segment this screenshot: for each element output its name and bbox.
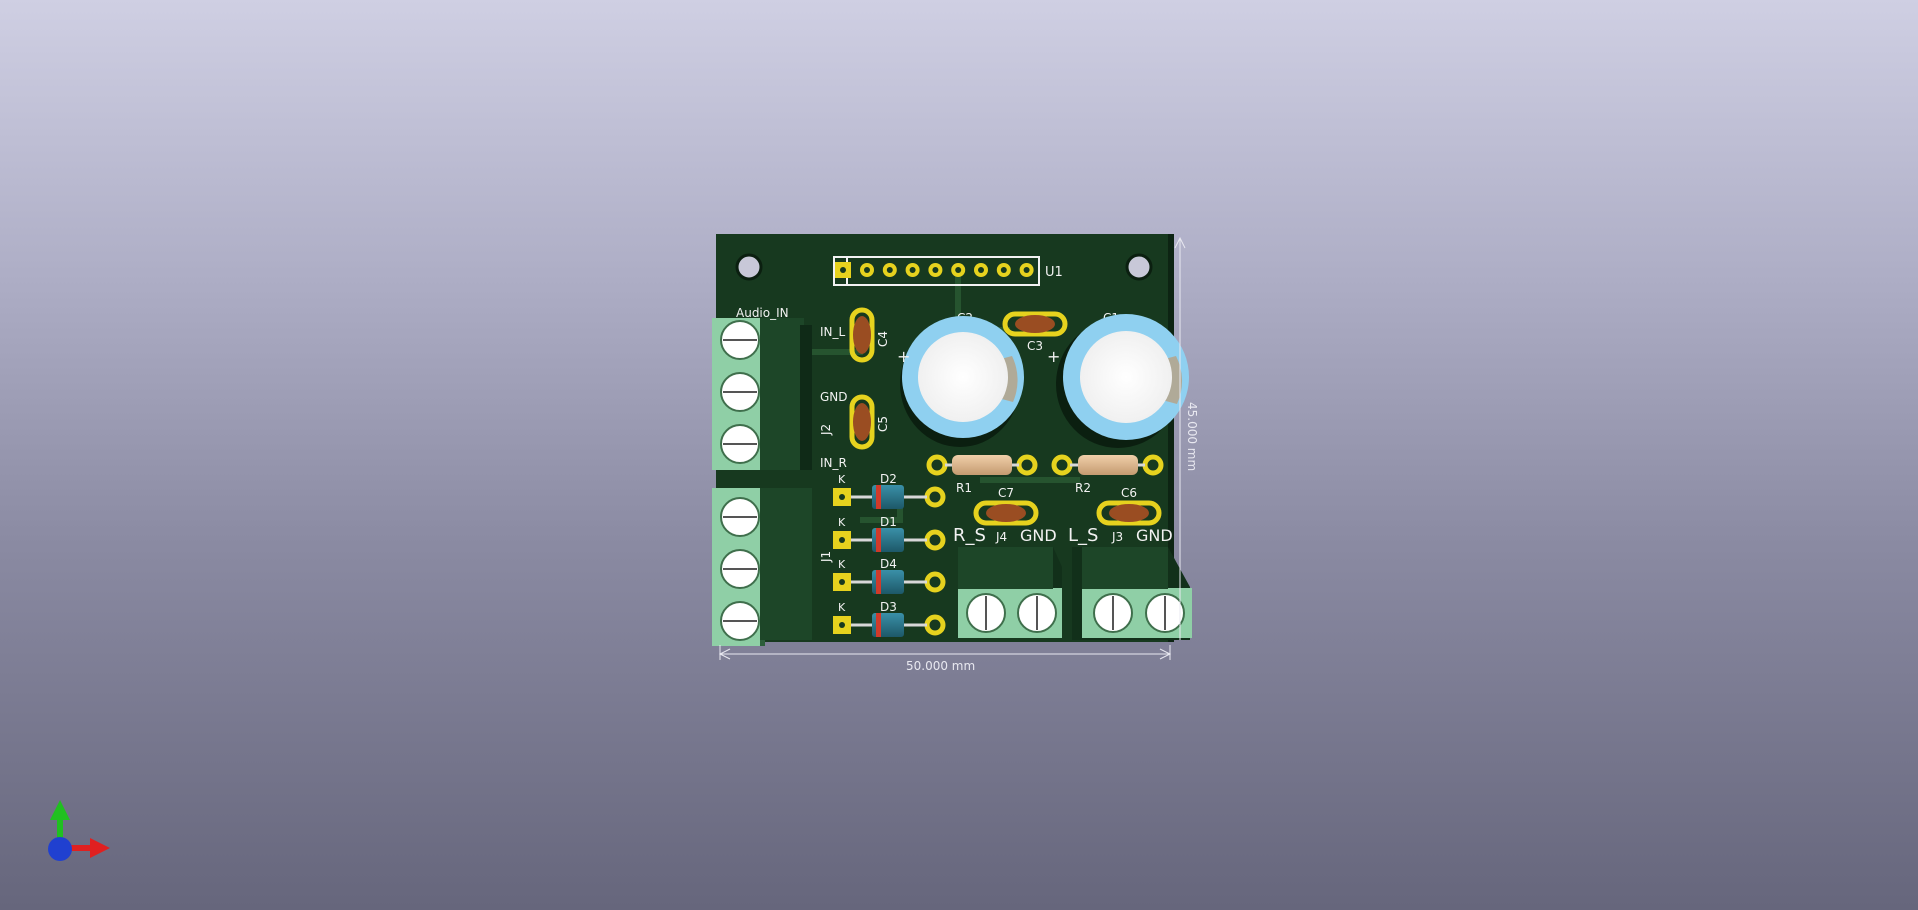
u1-pin-hole (978, 267, 984, 273)
cathode-k-label: K (838, 473, 846, 486)
capacitor-c1[interactable]: C1 + (1047, 311, 1189, 448)
c1-plus: + (1047, 347, 1060, 366)
c7-label: C7 (998, 486, 1014, 500)
u1-pin-hole (909, 267, 916, 273)
c2-plus: + (897, 347, 910, 366)
height-dimension-text: 45.000 mm (1185, 402, 1199, 471)
pad-hole (839, 494, 845, 500)
j3-gnd-label: GND (1136, 526, 1173, 545)
d1-label: D1 (880, 515, 897, 529)
resistor-r2[interactable]: R2 (1051, 454, 1164, 495)
resistor-r1[interactable]: R1 (926, 454, 1038, 495)
c3-label: C3 (1027, 339, 1043, 353)
capacitor-c3[interactable]: C3 (1002, 311, 1068, 353)
u1-pin-hole (1000, 267, 1007, 273)
diode-d4[interactable]: K D4 (833, 557, 946, 594)
u1-pin-hole (932, 267, 939, 273)
u1-pin-hole (955, 267, 962, 273)
diode-d2[interactable]: K D2 (833, 472, 946, 509)
in-r-label: IN_R (820, 456, 847, 470)
pcb-edge-right (1168, 234, 1174, 642)
audio-in-label: Audio_IN (736, 306, 789, 320)
diode-d3[interactable]: K D3 (833, 600, 946, 637)
u1-pin-hole (864, 267, 870, 273)
cathode-band (876, 528, 881, 552)
d3-label: D3 (880, 600, 897, 614)
capacitor-c7[interactable]: C7 (973, 486, 1039, 526)
r-s-label: R_S (953, 525, 986, 546)
r2-label: R2 (1075, 481, 1091, 495)
capacitor-c2[interactable]: C2 + (897, 311, 1024, 447)
j4-label: J4 (995, 530, 1007, 544)
l-s-label: L_S (1068, 525, 1098, 546)
in-l-label: IN_L (820, 325, 846, 339)
dimension-height: 45.000 mm (1174, 236, 1199, 640)
cathode-band (876, 613, 881, 637)
c6-label: C6 (1121, 486, 1137, 500)
gnd-label: GND (820, 390, 848, 404)
r1-label: R1 (956, 481, 972, 495)
capacitor-c4[interactable]: C4 (849, 307, 890, 363)
mounting-hole (1125, 253, 1153, 281)
dimension-width: 50.000 mm (718, 645, 1172, 673)
pad-hole (839, 579, 845, 585)
u1-pin-hole (886, 267, 893, 273)
j4-gnd-label: GND (1020, 526, 1057, 545)
c5-label: C5 (876, 416, 890, 432)
u1-pin-hole (1023, 267, 1030, 273)
mounting-hole (735, 253, 763, 281)
cathode-band (876, 485, 881, 509)
d2-label: D2 (880, 472, 897, 486)
terminal-block-j3[interactable]: L_S J3 GND (1068, 525, 1192, 640)
j3-label: J3 (1111, 530, 1123, 544)
terminal-block-j1[interactable] (712, 488, 812, 646)
diode-d1[interactable]: K D1 (833, 515, 946, 552)
j2-label: J2 (819, 424, 833, 436)
capacitor-c6[interactable]: C6 (1096, 486, 1162, 526)
j1-label: J1 (819, 551, 833, 563)
terminal-block-j2[interactable]: Audio_IN (712, 306, 812, 470)
d4-label: D4 (880, 557, 897, 571)
capacitor-c5[interactable]: C5 (849, 394, 890, 450)
cathode-k-label: K (838, 601, 846, 614)
terminal-block-j4[interactable]: R_S J4 GND (953, 525, 1062, 638)
pad-hole (839, 622, 845, 628)
u1-header[interactable]: U1 (833, 256, 1063, 286)
cathode-k-label: K (838, 516, 846, 529)
c4-label: C4 (876, 331, 890, 347)
width-dimension-text: 50.000 mm (906, 659, 975, 673)
cathode-band (876, 570, 881, 594)
xyz-axis-icon (48, 800, 110, 861)
cathode-k-label: K (838, 558, 846, 571)
pad-hole (839, 537, 845, 543)
u1-label: U1 (1045, 265, 1063, 280)
